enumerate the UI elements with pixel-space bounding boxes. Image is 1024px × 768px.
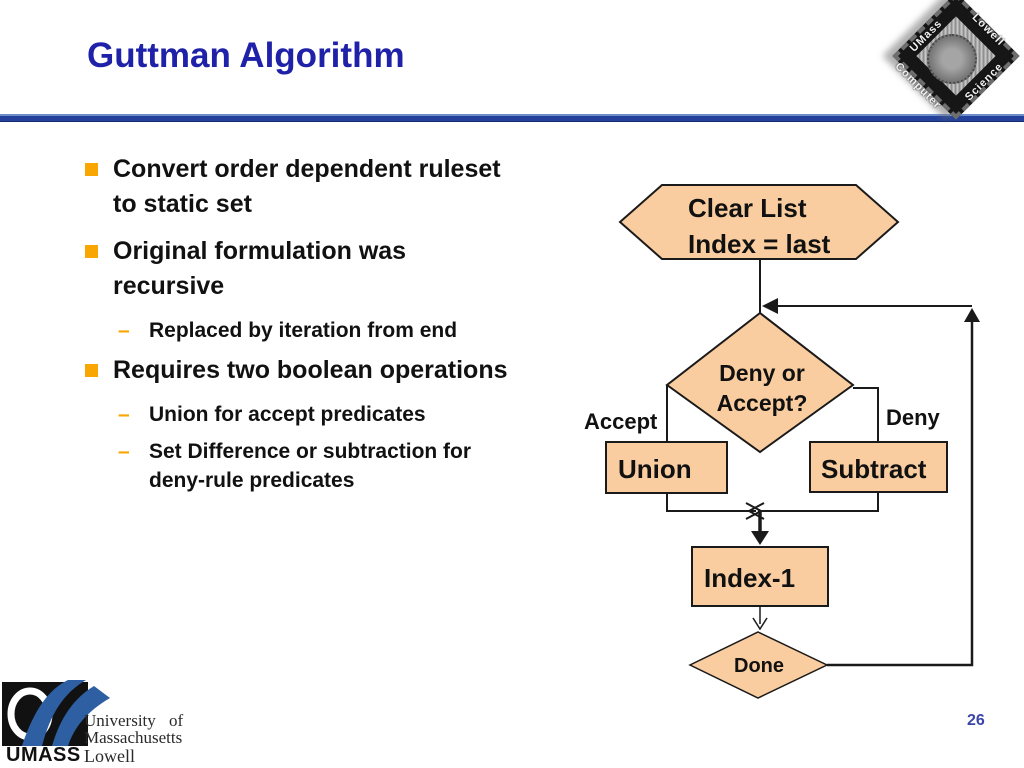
logo-text-university-of: University of [84, 711, 184, 730]
list-item: Set Difference or subtraction for deny-r… [85, 437, 573, 495]
bullet-text: Requires two boolean operations [113, 356, 508, 384]
arrowhead-down-icon [751, 531, 769, 545]
connector-done-loop [827, 318, 974, 667]
deny-branch-label: Deny [886, 405, 941, 430]
logo-blue-stroke-2 [52, 686, 110, 746]
list-item: Original formulation was recursive [85, 234, 573, 304]
bullet-square-icon [85, 163, 98, 176]
index-box-label: Index-1 [704, 563, 795, 593]
bullet-text: Original formulation was recursive [113, 237, 407, 300]
bullet-list: Convert order dependent ruleset to stati… [85, 152, 573, 503]
decision-line2: Accept? [717, 390, 808, 416]
accept-branch-label: Accept [584, 409, 658, 434]
bullet-text: Set Difference or subtraction for deny-r… [149, 440, 472, 492]
list-item: Convert order dependent ruleset to stati… [85, 152, 573, 222]
decision-line1: Deny or [719, 360, 805, 386]
bullet-text: Replaced by iteration from end [149, 319, 458, 342]
list-item: Requires two boolean operations [85, 353, 573, 388]
page-number: 26 [967, 712, 985, 729]
connector-union-merge [666, 493, 756, 512]
flow-node-start-hexagon [618, 184, 900, 260]
flow-node-union-box [605, 441, 728, 494]
bullet-square-icon [85, 245, 98, 258]
arrowhead-left-icon [762, 298, 778, 314]
list-item: Union for accept predicates [85, 400, 573, 429]
flow-node-decision-diamond [665, 311, 855, 454]
logo-text-lowell: Lowell [84, 746, 135, 766]
logo-wordmark: UMASS [6, 744, 81, 766]
bullet-text: Convert order dependent ruleset to stati… [113, 155, 501, 218]
flow-node-index-box [691, 546, 829, 607]
bullet-dash-icon [118, 316, 130, 345]
bullet-square-icon [85, 364, 98, 377]
flowchart-diagram: Clear List Index = last Deny or Accept? … [584, 184, 980, 699]
bullet-dash-icon [118, 400, 130, 429]
flow-node-done-diamond [688, 631, 829, 699]
arrowhead-up-icon [964, 308, 980, 322]
logo-blue-stroke-1 [22, 680, 86, 746]
umass-lowell-chip-logo: UMass Lowell Computer Science [876, 0, 1024, 120]
union-box-label: Union [618, 454, 692, 484]
list-item: Replaced by iteration from end [85, 316, 573, 345]
logo-text-massachusetts: Massachusetts [84, 728, 183, 747]
start-hexagon-line2: Index = last [688, 229, 831, 259]
page-title: Guttman Algorithm [87, 36, 405, 75]
university-seal-icon [927, 34, 977, 84]
connector-subtract-merge [758, 492, 879, 512]
flow-node-subtract-box [809, 441, 948, 493]
done-diamond-label: Done [734, 655, 784, 677]
bullet-text: Union for accept predicates [149, 403, 426, 426]
connector-deny-branch [853, 387, 879, 442]
start-hexagon-line1: Clear List [688, 193, 807, 223]
header-divider [0, 114, 1024, 122]
bullet-dash-icon [118, 437, 130, 466]
subtract-box-label: Subtract [821, 454, 927, 484]
arrowhead-down-open-icon [752, 617, 768, 631]
umass-lowell-logo-mark [2, 680, 110, 746]
